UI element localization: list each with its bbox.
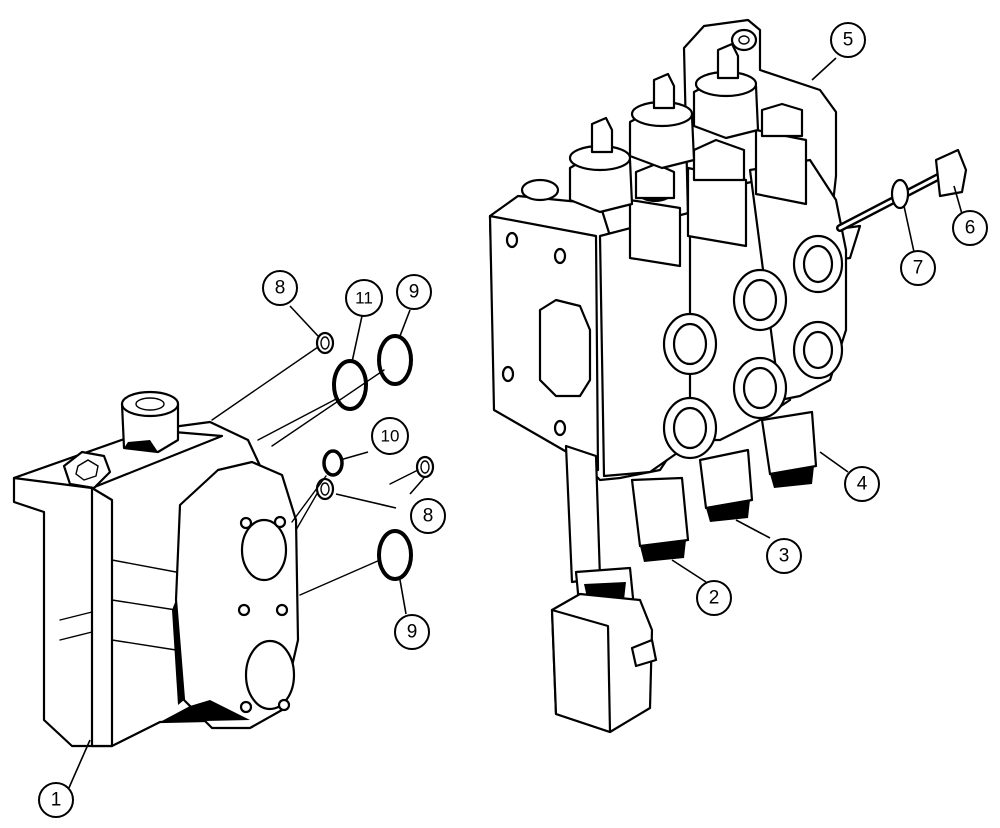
callout-6-label: 6: [965, 218, 976, 239]
callout-8-lower: 8: [410, 498, 446, 534]
callout-8-upper-label: 8: [275, 278, 286, 299]
callout-11: 11: [345, 279, 383, 317]
o-ring-11: [332, 359, 368, 411]
callout-1: 1: [38, 782, 74, 818]
callout-3: 3: [766, 538, 802, 574]
callout-10-label: 10: [381, 427, 400, 446]
callout-8-upper: 8: [262, 270, 298, 306]
o-ring-9-lower: [377, 529, 413, 581]
callout-4-label: 4: [857, 474, 868, 495]
washer-7: [890, 178, 910, 210]
callout-2: 2: [696, 580, 732, 616]
callout-3-label: 3: [779, 546, 790, 567]
callout-6: 6: [952, 210, 988, 246]
callout-5-label: 5: [843, 30, 854, 51]
leader-lines: [67, 57, 963, 791]
callout-11-label: 11: [355, 289, 373, 308]
o-ring-9-upper: [377, 334, 413, 386]
callout-2-label: 2: [709, 588, 720, 609]
callout-9-lower: 9: [394, 614, 430, 650]
control-valve-assembly: [488, 18, 968, 734]
callout-4: 4: [844, 466, 880, 502]
o-ring-10: [322, 449, 344, 477]
callout-7: 7: [900, 250, 936, 286]
seal-ring-8-upper: [315, 331, 335, 355]
alignment-lines: [211, 346, 419, 596]
seal-ring-8-right: [415, 455, 435, 479]
callout-5: 5: [830, 22, 866, 58]
seal-ring-8-middle: [315, 477, 335, 501]
callout-10: 10: [371, 417, 409, 455]
callout-7-label: 7: [913, 258, 924, 279]
callout-9-upper: 9: [396, 274, 432, 310]
tie-rod-nut-6: [934, 148, 968, 198]
inlet-section-assembly: [12, 390, 300, 748]
callout-9-upper-label: 9: [409, 282, 420, 303]
seal-rings: [315, 331, 435, 581]
callout-8-lower-label: 8: [423, 506, 434, 527]
callout-1-label: 1: [51, 790, 62, 811]
callout-9-lower-label: 9: [407, 622, 418, 643]
